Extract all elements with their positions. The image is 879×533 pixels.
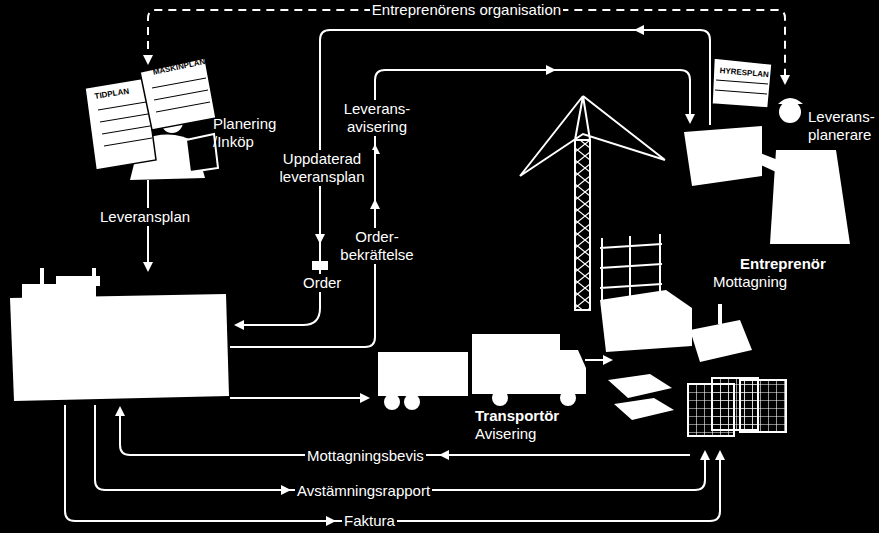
hyresplan-paper <box>712 58 772 108</box>
fence <box>740 380 786 432</box>
supplier-machine <box>10 294 229 401</box>
order-arrow <box>236 30 710 325</box>
flow-label: Order <box>301 274 343 292</box>
pallet <box>614 398 674 420</box>
wheel <box>560 390 576 406</box>
mid-arrowheads <box>281 25 644 526</box>
dispatch-arrow <box>230 397 368 399</box>
node-text: Leverans- planerare <box>808 108 874 144</box>
confirmation-arrow <box>230 70 690 347</box>
node-text: Mottagning <box>713 273 787 291</box>
scaffold <box>600 234 662 300</box>
crane-mast <box>575 140 590 310</box>
crane-jib <box>520 96 665 176</box>
site-container <box>600 290 692 352</box>
flow-label: Faktura <box>342 512 397 530</box>
pallet <box>608 374 672 398</box>
truck-cab <box>560 350 586 394</box>
edge-label: Entreprenörens organisation <box>370 1 563 19</box>
contractor-head <box>779 101 801 123</box>
desk <box>684 126 762 186</box>
invoice-arrow <box>65 405 720 521</box>
flow-label: Mottagningsbevis <box>305 447 426 465</box>
flow-label: Leveransplan <box>98 208 192 226</box>
wheel <box>492 390 508 406</box>
machine-top <box>22 284 96 298</box>
roller-machine <box>690 320 752 362</box>
dashed-connector <box>148 10 785 83</box>
contractor-node: Leverans- planerareEntreprenörMottagning <box>612 85 878 440</box>
hard-hat <box>778 98 803 104</box>
roller-handle <box>718 304 722 324</box>
truck-trailer <box>378 352 468 396</box>
flow-label: Leverans- avisering <box>335 100 419 136</box>
node-text: Planering /Inköp <box>213 115 285 151</box>
machine-post <box>40 268 44 298</box>
contractor-body <box>770 150 850 244</box>
node-text: Entreprenör <box>740 255 826 273</box>
paper-grid <box>715 80 768 94</box>
flow-label: Avstämningsrapport <box>295 482 432 500</box>
planner-node: Planering /Inköp <box>95 65 295 170</box>
transporter-node: TransportörAvisering <box>370 330 585 447</box>
wheel <box>384 394 400 410</box>
node-text: Transportör <box>475 407 559 425</box>
flow-label: Uppdaterad leveransplan <box>270 150 374 186</box>
report-arrow <box>95 405 705 490</box>
truck-box <box>472 334 560 394</box>
wheel <box>404 394 420 410</box>
connector <box>585 359 611 361</box>
machine-cab <box>56 276 100 286</box>
node-text: Avisering <box>475 425 536 443</box>
flow-label: Order- bekräftelse <box>335 228 419 264</box>
